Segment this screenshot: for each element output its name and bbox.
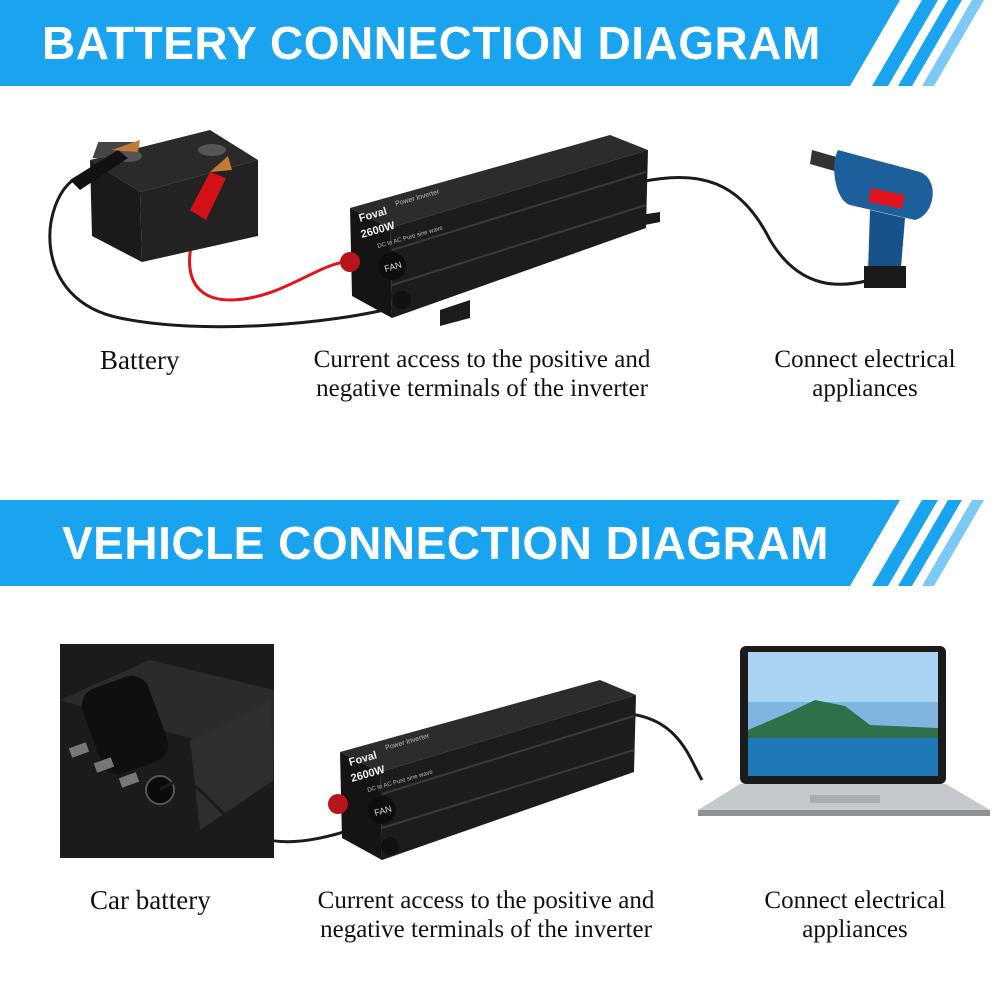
- page-title: BATTERY CONNECTION DIAGRAM: [42, 17, 821, 69]
- inverter-caption-line: negative terminals of the inverter: [320, 916, 652, 943]
- banner-background: [0, 500, 984, 586]
- appliance-caption: Connect electrical appliances: [750, 886, 960, 944]
- appliance-caption: Connect electrical appliances: [760, 345, 970, 403]
- negative-cable: [48, 176, 401, 329]
- vehicle-banner: VEHICLE CONNECTION DIAGRAM: [0, 500, 1000, 586]
- inverter-caption-line: Current access to the positive and: [313, 346, 651, 373]
- section-title: VEHICLE CONNECTION DIAGRAM: [62, 517, 829, 569]
- car-interior-icon: [60, 644, 274, 858]
- inverter-caption: Current access to the positive and negat…: [286, 345, 678, 403]
- appliance-caption-line: appliances: [802, 916, 908, 943]
- output-cable: [629, 712, 704, 781]
- inverter-caption: Current access to the positive and negat…: [290, 886, 682, 944]
- battery-caption: Battery: [100, 345, 180, 375]
- car-battery-icon: [70, 130, 258, 262]
- appliance-caption-line: Connect electrical: [774, 346, 956, 373]
- car-battery-caption: Car battery: [90, 885, 211, 915]
- inverter-icon: FAN Foval 2600W Power Inverter DC to AC …: [340, 135, 660, 326]
- fan-label: FAN: [383, 260, 403, 274]
- banner-background: [0, 0, 984, 86]
- fan-label: FAN: [373, 804, 393, 818]
- laptop-icon: [698, 646, 990, 816]
- inverter-icon: FAN Foval 2600W Power Inverter DC to AC …: [328, 680, 636, 860]
- inverter-caption-line: negative terminals of the inverter: [316, 375, 648, 402]
- battery-connection-illustration: FAN Foval 2600W Power Inverter DC to AC …: [48, 130, 933, 329]
- appliance-caption-line: Connect electrical: [764, 887, 946, 914]
- output-cable: [639, 176, 871, 286]
- appliance-caption-line: appliances: [812, 375, 918, 402]
- power-drill-icon: [810, 150, 933, 288]
- inverter-caption-line: Current access to the positive and: [317, 887, 655, 914]
- battery-banner: BATTERY CONNECTION DIAGRAM: [0, 0, 1000, 86]
- vehicle-connection-illustration: FAN Foval 2600W Power Inverter DC to AC …: [60, 644, 990, 860]
